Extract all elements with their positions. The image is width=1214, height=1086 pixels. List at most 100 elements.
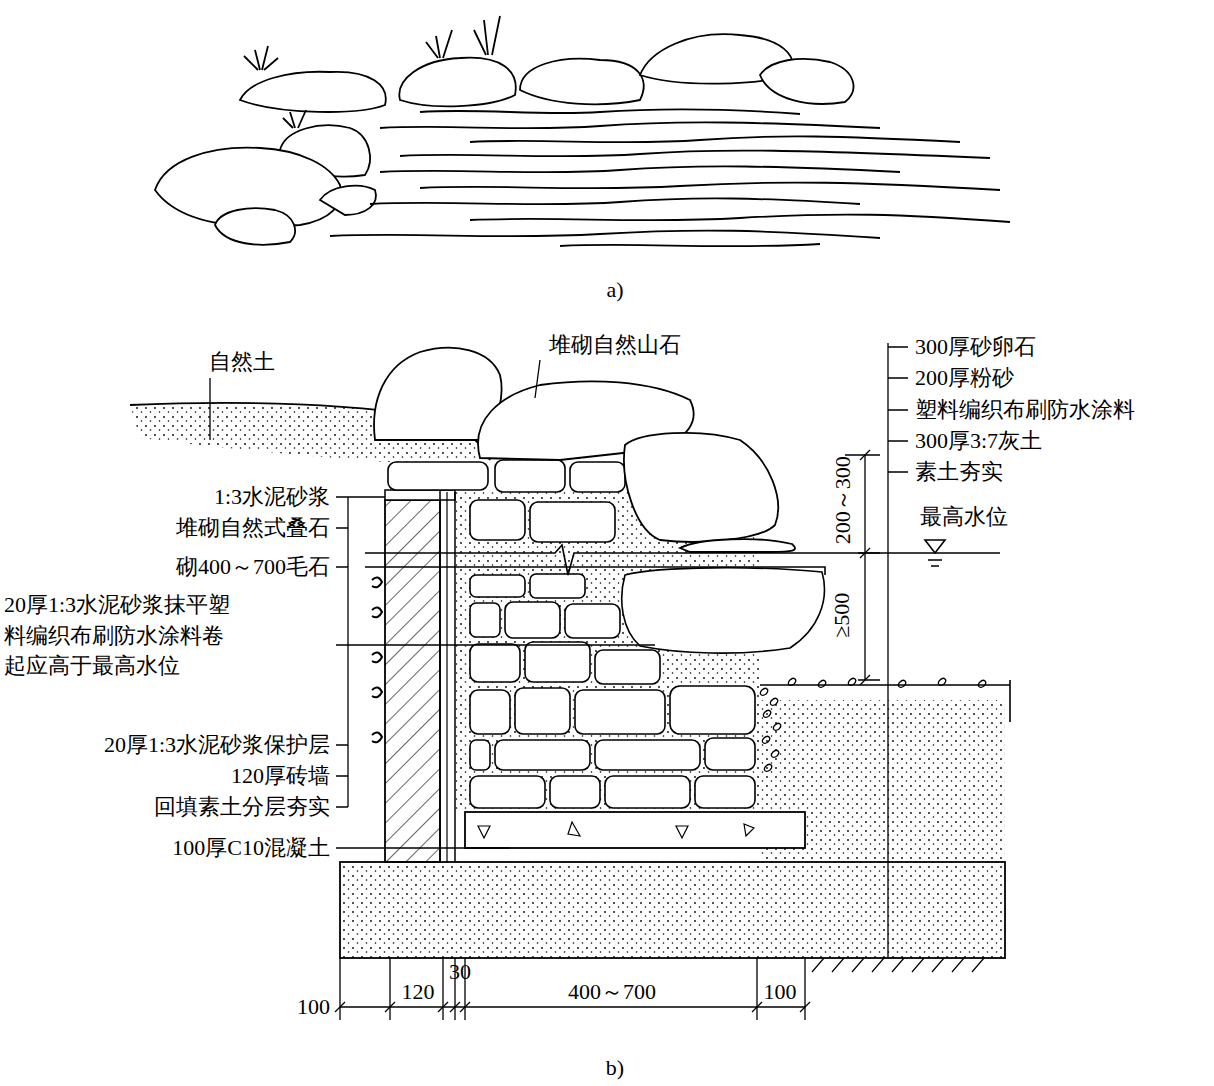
rubble-masonry (530, 502, 615, 542)
shore-sketch (215, 208, 295, 245)
rubble-masonry (515, 688, 570, 734)
dimension: 100 (764, 978, 797, 1007)
dimension: ≥500 (829, 592, 858, 637)
shore-sketch (474, 16, 500, 55)
figure-label: a) (606, 276, 623, 305)
rubble-masonry (622, 568, 825, 653)
rubble-masonry (595, 650, 660, 684)
shore-sketch (520, 59, 644, 105)
water-level (365, 545, 1000, 575)
gravel (760, 680, 1010, 722)
shore-sketch (330, 231, 880, 238)
water-level (365, 567, 825, 575)
dimension-lines (340, 958, 805, 1020)
shore-sketch (320, 186, 376, 215)
dimension: 120 (402, 978, 435, 1007)
rubble-masonry (388, 462, 488, 490)
dimension-lines (860, 450, 870, 685)
brick-wall (439, 490, 441, 862)
layer-label: 100厚C10混凝土 (172, 834, 330, 863)
natural-rocks (624, 433, 778, 542)
rubble-masonry (550, 776, 600, 808)
leader-lines (347, 497, 348, 807)
dimension-lines (335, 450, 880, 1020)
layer-label: 回填素土分层夯实 (154, 793, 330, 822)
shore-sketch (420, 109, 800, 114)
water-level (925, 540, 945, 566)
shore-sketch (380, 166, 900, 172)
shore-sketch (470, 215, 1010, 222)
gravel (760, 678, 985, 771)
shore-sketch (400, 151, 990, 158)
layer-label: 200厚粉砂 (915, 364, 1014, 393)
dimension: 200～300 (829, 456, 858, 544)
concrete-slab (478, 822, 754, 838)
layer-label: 堆砌自然式叠石 (176, 514, 330, 543)
shore-sketch (370, 198, 860, 204)
layer-label: 塑料编织布刷防水涂料 (915, 396, 1135, 425)
concrete-slab (465, 812, 805, 848)
dimension: 400～700 (568, 978, 656, 1007)
shore-sketch (560, 244, 820, 246)
shore-sketch (155, 16, 1010, 246)
shore-sketch (244, 46, 278, 70)
brick-wall (385, 490, 455, 500)
concrete-slab (465, 812, 805, 848)
rubble-masonry (505, 602, 560, 638)
water-level (365, 540, 1000, 575)
layer-label: 300厚3:7灰土 (915, 427, 1042, 456)
rubble-masonry (470, 603, 500, 637)
rubble-masonry (705, 738, 755, 770)
rubble-masonry (575, 690, 665, 734)
leader-lines (336, 497, 655, 848)
leader-lines (210, 343, 908, 958)
layer-label: 300厚砂卵石 (915, 333, 1036, 362)
brick-wall (372, 490, 455, 862)
figure-label: b) (606, 1054, 624, 1083)
layer-label: 120厚砖墙 (231, 762, 330, 791)
shore-sketch (380, 122, 880, 128)
dimension: 30 (449, 958, 471, 987)
gravel (760, 678, 1010, 771)
layer-label: 1:3水泥砂浆 (214, 483, 330, 512)
rubble-masonry (470, 776, 545, 808)
shore-sketch (426, 30, 452, 58)
rammed-soil-base (812, 958, 984, 972)
material-label: 自然土 (209, 348, 275, 377)
rubble-masonry (470, 644, 520, 682)
shore-sketch (760, 59, 853, 104)
material-label: 堆砌自然山石 (549, 331, 681, 360)
rubble-masonry (605, 776, 690, 808)
rubble-masonry (595, 740, 700, 770)
natural-rocks (374, 348, 795, 552)
layer-label: 砌400～700毛石 (176, 553, 330, 582)
brick-wall (446, 492, 447, 862)
brick-wall (385, 500, 440, 862)
natural-rocks (680, 539, 795, 552)
layer-label: 20厚1:3水泥砂浆保护层 (104, 731, 330, 760)
rubble-masonry (670, 686, 755, 734)
layer-note: 20厚1:3水泥砂浆抹平塑 料编织布刷防水涂料卷 起应高于最高水位 (4, 590, 330, 682)
rubble-masonry (525, 642, 590, 682)
brick-wall (372, 577, 382, 742)
rubble-masonry (470, 500, 525, 540)
rubble-masonry (470, 740, 490, 770)
shore-sketch (240, 72, 386, 112)
leader-lines (888, 343, 908, 958)
shore-sketch (399, 58, 515, 107)
rubble-masonry (570, 462, 625, 492)
rubble-masonry (530, 574, 585, 598)
layer-label: 素土夯实 (915, 458, 1003, 487)
rubble-masonry (695, 776, 755, 808)
rubble-masonry (470, 690, 510, 734)
shore-sketch (470, 136, 960, 142)
rubble-masonry (495, 740, 590, 770)
rubble-masonry (470, 575, 525, 597)
rubble-masonry (495, 460, 565, 492)
water-level-label: 最高水位 (920, 503, 1008, 532)
dimension-lines (340, 1006, 805, 1007)
rubble-masonry (565, 604, 620, 638)
rammed-soil-base (340, 862, 1005, 958)
